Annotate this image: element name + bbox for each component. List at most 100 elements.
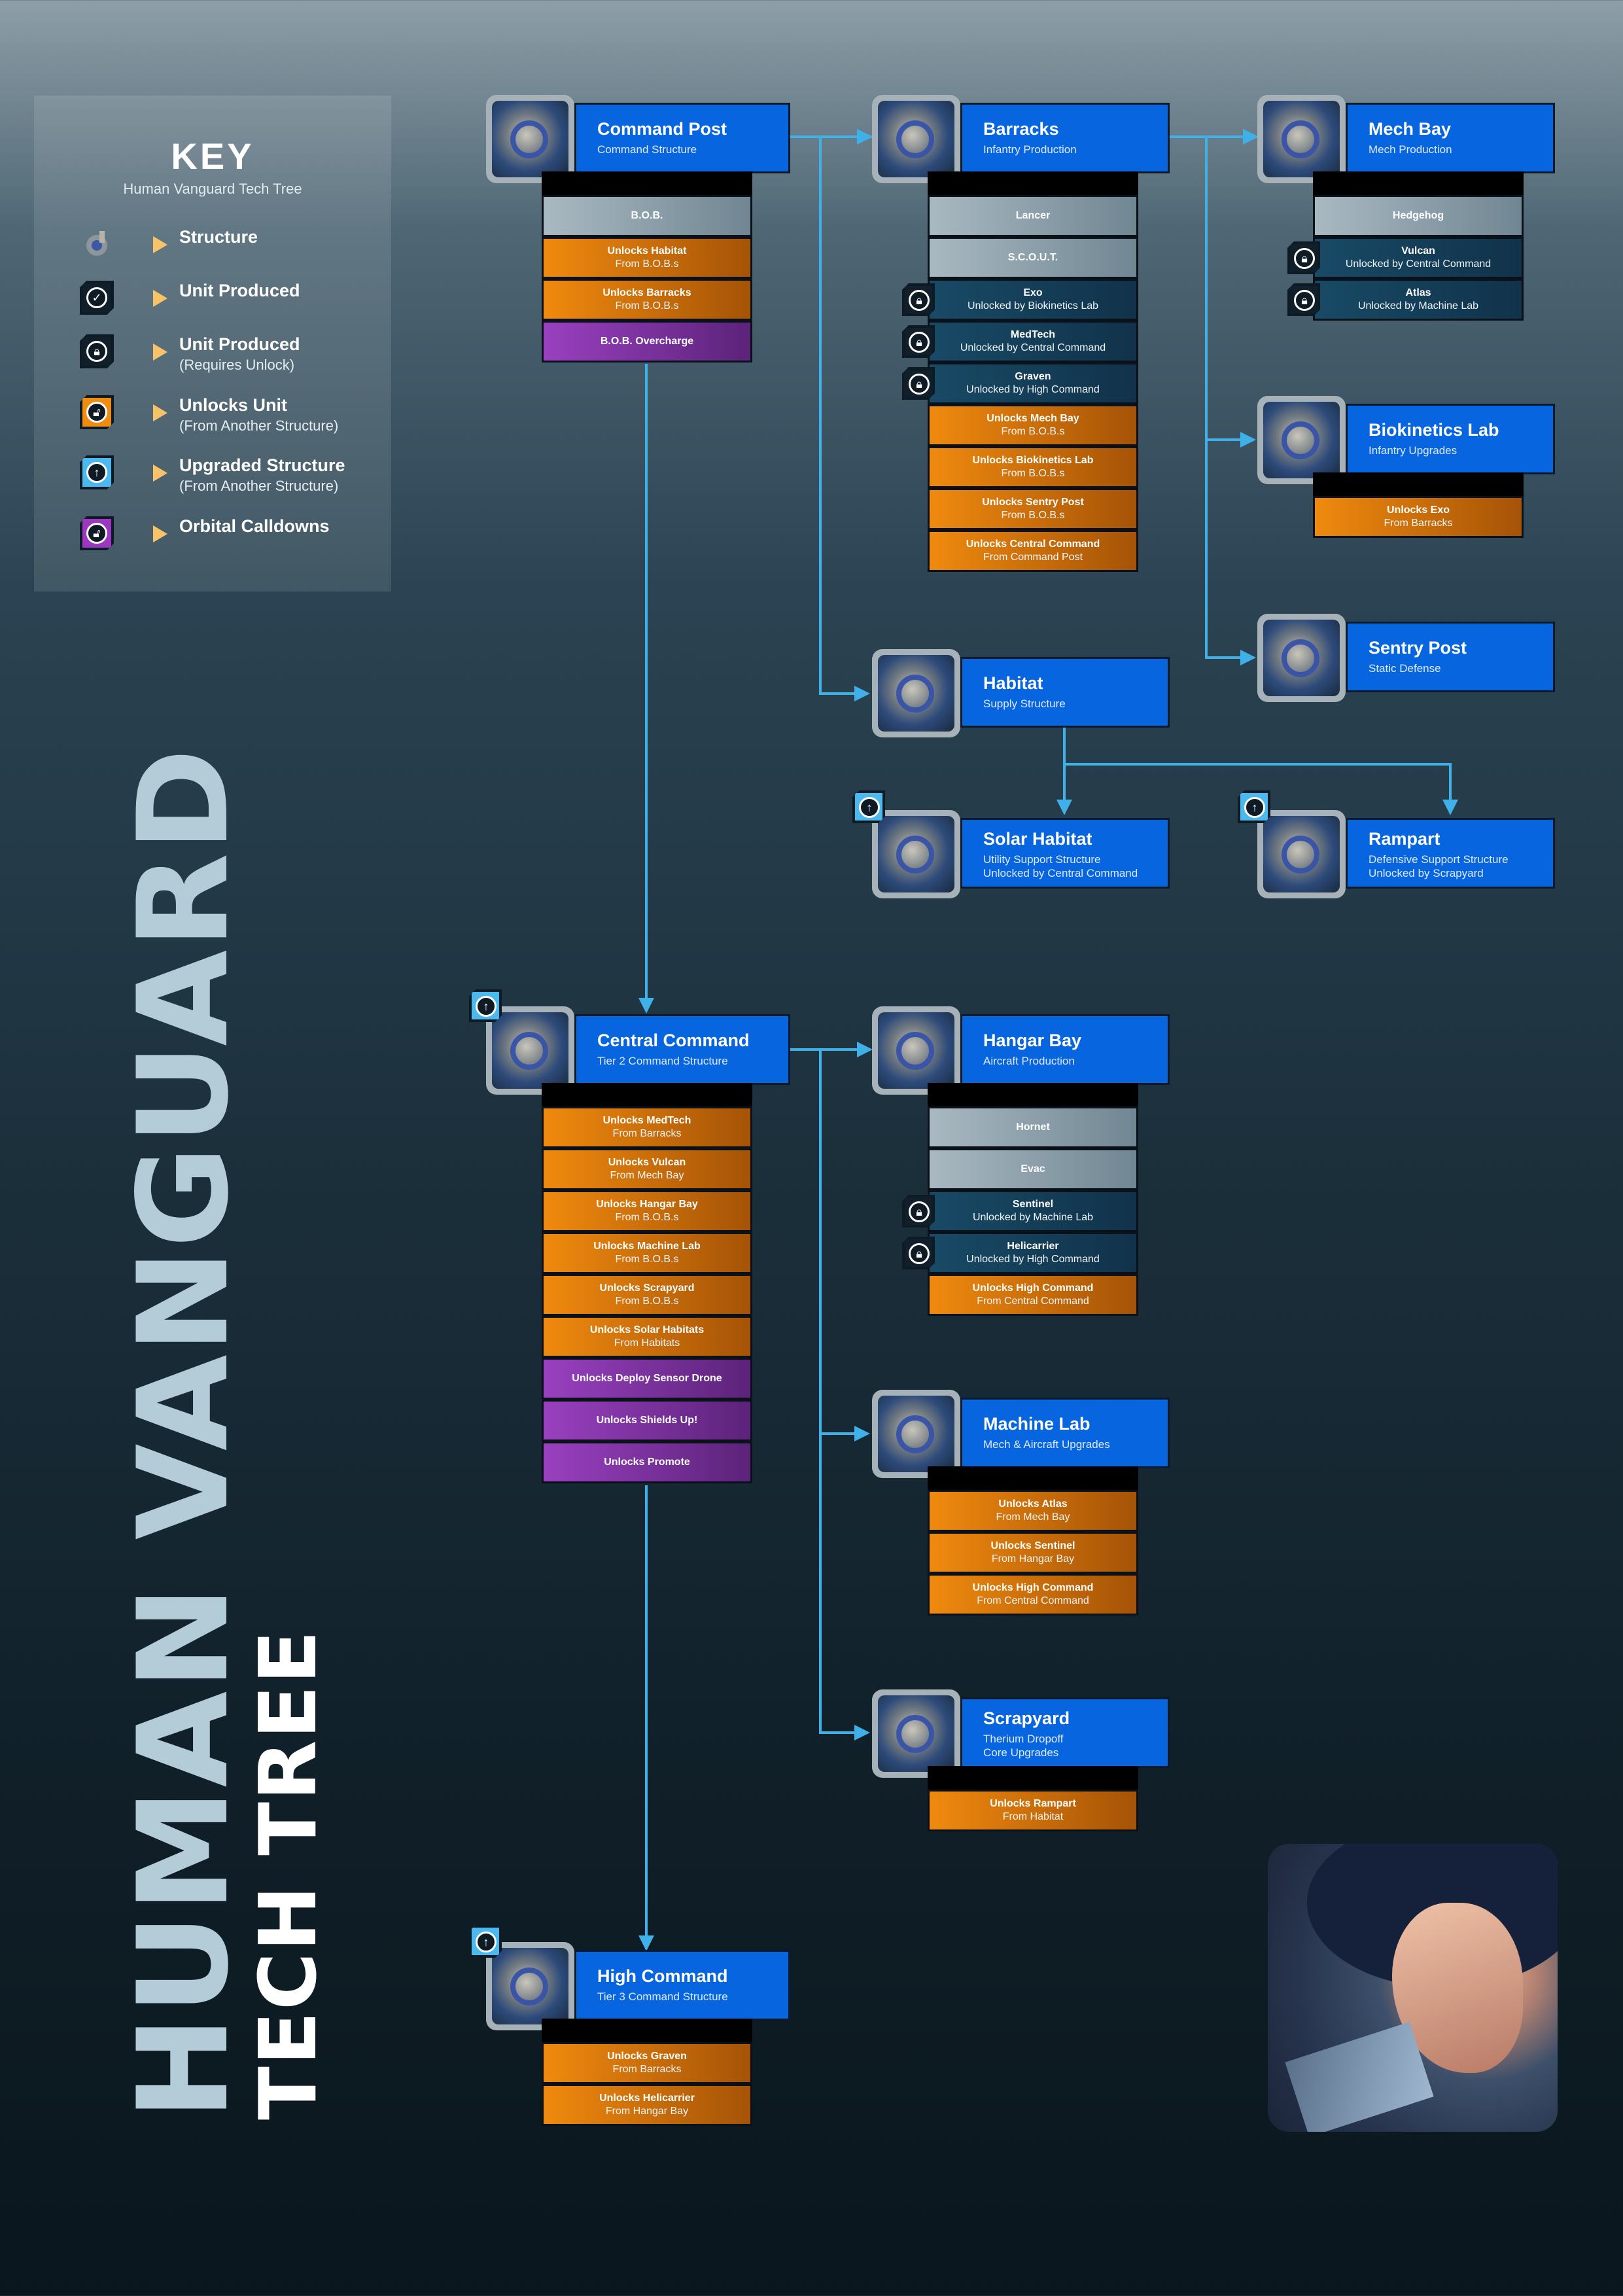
key-label: Unlocks Unit [179, 395, 288, 415]
unit-row[interactable]: Lancer [928, 195, 1138, 237]
key-arrow-icon [153, 344, 167, 361]
key-label: Unit Produced [179, 334, 300, 354]
unit-row-bob[interactable]: B.O.B. [542, 195, 752, 237]
key-row-unlocks-unit: 🔓︎ Unlocks Unit (From Another Structure) [80, 390, 381, 436]
sentry-post-portrait [1257, 614, 1346, 702]
lock-badge-icon: 🔒︎ [1287, 241, 1320, 275]
structure-name: High Command [597, 1966, 728, 1986]
structure-title-box: Solar Habitat Utility Support Structure … [960, 818, 1170, 889]
unit-row[interactable]: Hedgehog [1313, 195, 1524, 237]
poster-title: HUMAN VANGUARD [111, 747, 256, 2120]
upgrade-badge-icon: ↑ [80, 455, 114, 489]
structure-title-box: Machine Lab Mech & Aircraft Upgrades [960, 1398, 1170, 1468]
high-command-portrait [486, 1942, 574, 2030]
key-row-orbital-calldowns: 🔓︎ Orbital Calldowns [80, 511, 381, 557]
structure-barracks[interactable]: Barracks Infantry Production [872, 95, 1297, 186]
orbital-row[interactable]: B.O.B. Overcharge [542, 321, 752, 362]
key-arrow-icon [153, 465, 167, 482]
structure-command-post[interactable]: Command Post Command Structure [486, 95, 911, 186]
hangar-bay-portrait [872, 1006, 960, 1095]
structure-rampart[interactable]: ↑ Rampart Defensive Support Structure Un… [1238, 790, 1623, 902]
structure-sentry-post[interactable]: Sentry Post Static Defense [1257, 614, 1623, 705]
lock-badge-icon: 🔒︎ [1287, 283, 1320, 317]
lock-badge-icon: 🔒︎ [902, 1195, 935, 1229]
mech-bay-portrait [1257, 95, 1346, 183]
structure-central-command[interactable]: ↑ Central Command Tier 2 Command Structu… [469, 989, 911, 1098]
structure-title-box: Command Post Command Structure [574, 103, 790, 173]
lock-badge-icon: 🔒︎ [80, 334, 114, 368]
command-post-portrait [486, 95, 574, 183]
structure-machine-lab[interactable]: Machine Lab Mech & Aircraft Upgrades [872, 1390, 1297, 1481]
orbital-row[interactable]: Unlocks Promote [542, 1441, 752, 1483]
unit-row[interactable]: S.C.O.U.T. [928, 237, 1138, 279]
structure-title-box: Scrapyard Therium Dropoff Core Upgrades [960, 1697, 1170, 1768]
structure-solar-habitat[interactable]: ↑ Solar Habitat Utility Support Structur… [852, 790, 1297, 902]
structure-type: Therium Dropoff Core Upgrades [983, 1733, 1064, 1759]
structure-type: Supply Structure [983, 698, 1066, 710]
structure-habitat[interactable]: Habitat Supply Structure [872, 649, 1297, 741]
key-note: (Requires Unlock) [179, 357, 295, 373]
orbital-row[interactable]: Unlocks Deploy Sensor Drone [542, 1358, 752, 1400]
structure-title-box: High Command Tier 3 Command Structure [574, 1950, 790, 2021]
structure-name: Mech Bay [1369, 119, 1452, 139]
structure-biokinetics-lab[interactable]: Biokinetics Lab Infantry Upgrades [1257, 396, 1623, 487]
upgrade-badge-icon: ↑ [469, 989, 502, 1022]
scrapyard-portrait [872, 1689, 960, 1778]
structure-title-box: Rampart Defensive Support Structure Unlo… [1346, 818, 1555, 889]
structure-icon [80, 227, 114, 261]
key-arrow-icon [153, 525, 167, 542]
structure-type: Utility Support Structure Unlocked by Ce… [983, 853, 1138, 879]
structure-name: Scrapyard [983, 1708, 1070, 1728]
structure-hangar-bay[interactable]: Hangar Bay Aircraft Production [872, 1006, 1297, 1098]
structure-title-box: Central Command Tier 2 Command Structure [574, 1014, 790, 1085]
structure-type: Infantry Upgrades [1369, 444, 1457, 457]
key-label: Upgraded Structure [179, 455, 345, 475]
key-arrow-icon [153, 290, 167, 307]
structure-mech-bay[interactable]: Mech Bay Mech Production [1257, 95, 1623, 186]
upgrade-badge-icon: ↑ [852, 790, 885, 823]
structure-high-command[interactable]: ↑ High Command Tier 3 Command Structure [469, 1925, 911, 2034]
unit-row[interactable]: Evac [928, 1148, 1138, 1190]
key-label: Orbital Calldowns [179, 516, 330, 536]
rampart-portrait [1257, 810, 1346, 898]
orbital-row[interactable]: Unlocks Shields Up! [542, 1400, 752, 1441]
key-arrow-icon [153, 236, 167, 253]
unit-row[interactable]: Hornet [928, 1106, 1138, 1148]
structure-type: Aircraft Production [983, 1055, 1075, 1067]
lock-badge-icon: 🔒︎ [902, 325, 935, 359]
key-note: (From Another Structure) [179, 478, 339, 494]
structure-title-box: Habitat Supply Structure [960, 657, 1170, 728]
structure-scrapyard[interactable]: Scrapyard Therium Dropoff Core Upgrades [872, 1689, 1297, 1781]
